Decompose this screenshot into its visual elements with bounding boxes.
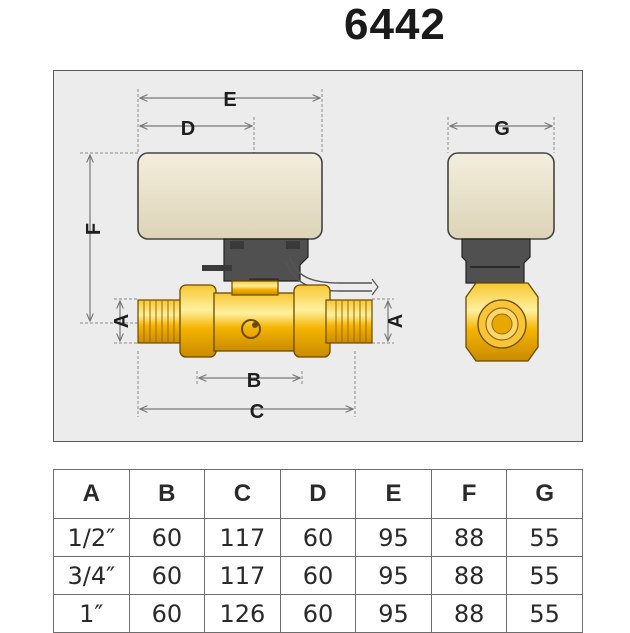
header-F: F <box>430 469 508 519</box>
label-G: G <box>494 118 510 140</box>
valve-body <box>137 280 373 358</box>
label-A-left: A <box>111 314 133 328</box>
table-cell: 88 <box>430 594 508 633</box>
label-C: C <box>250 401 264 423</box>
product-code-title: 6442 <box>344 0 446 49</box>
table-row: 1/2″ 60 117 60 95 88 55 <box>53 518 583 557</box>
label-B: B <box>247 370 261 392</box>
header-A: A <box>53 469 130 519</box>
table-row: 1″ 60 126 60 95 88 55 <box>53 594 583 633</box>
table-cell: 60 <box>279 556 357 595</box>
diagram-drawing: E D B C G F A A <box>80 89 555 423</box>
cable <box>289 256 372 284</box>
table-cell: 95 <box>355 594 432 633</box>
actuator-base <box>223 238 309 282</box>
table-cell: 126 <box>204 594 281 633</box>
label-D: D <box>181 118 195 140</box>
table-cell: 60 <box>279 594 357 633</box>
table-cell: 88 <box>430 556 508 595</box>
side-actuator-base <box>461 238 531 284</box>
header-E: E <box>355 469 432 519</box>
table-cell: 1″ <box>53 594 130 633</box>
table-row: 3/4″ 60 117 60 95 88 55 <box>53 556 583 595</box>
side-actuator-housing <box>447 152 555 240</box>
table-cell: 117 <box>204 556 281 595</box>
table-cell: 60 <box>128 556 206 595</box>
table-cell: 60 <box>128 518 206 557</box>
table-cell: 95 <box>355 518 432 557</box>
label-F: F <box>83 223 105 235</box>
dimensions-table: A B C D E F G 1/2″ 60 117 60 95 88 55 3/… <box>53 469 583 633</box>
header-D: D <box>279 469 357 519</box>
header-C: C <box>204 469 281 519</box>
label-E: E <box>223 89 236 111</box>
table-cell: 60 <box>279 518 357 557</box>
dimension-arrows <box>90 98 388 409</box>
valve-dimension-diagram: E D B C G F A A <box>53 70 583 442</box>
table-cell: 95 <box>355 556 432 595</box>
label-A-right: A <box>385 314 407 328</box>
header-G: G <box>506 469 583 519</box>
table-cell: 117 <box>204 518 281 557</box>
actuator-housing <box>137 152 323 240</box>
table-cell: 3/4″ <box>53 556 130 595</box>
table-cell: 60 <box>128 594 206 633</box>
table-cell: 88 <box>430 518 508 557</box>
table-cell: 55 <box>506 594 583 633</box>
header-B: B <box>128 469 206 519</box>
table-header-row: A B C D E F G <box>53 469 583 519</box>
table-cell: 55 <box>506 518 583 557</box>
table-cell: 55 <box>506 556 583 595</box>
table-cell: 1/2″ <box>53 518 130 557</box>
